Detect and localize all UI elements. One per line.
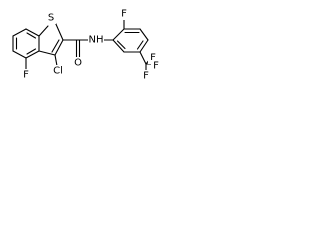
atom-label-nh: NH xyxy=(88,34,104,46)
molecule-structure: S Cl F O NH F F F F xyxy=(12,8,161,82)
svg-text:F: F xyxy=(121,9,127,20)
svg-text:O: O xyxy=(74,58,82,69)
atom-label-f-benzothiophene: F xyxy=(21,69,31,81)
atom-label-o: O xyxy=(73,57,83,69)
atom-label-cl: Cl xyxy=(51,65,65,77)
c-cl-bond xyxy=(54,54,58,67)
svg-text:NH: NH xyxy=(89,35,104,46)
svg-text:F: F xyxy=(143,71,149,82)
atom-label-cf3-f-top: F xyxy=(148,52,158,64)
svg-text:F: F xyxy=(23,70,29,81)
c-cf3-bond xyxy=(139,51,147,65)
atom-label-s: S xyxy=(46,12,56,24)
anilide-ring xyxy=(112,28,149,53)
svg-text:S: S xyxy=(48,13,54,24)
svg-text:F: F xyxy=(153,61,159,72)
svg-text:Cl: Cl xyxy=(53,66,63,77)
atom-label-f-anilide: F xyxy=(119,8,129,20)
benzo-ring xyxy=(12,28,40,59)
thiophene-ring xyxy=(38,21,64,56)
atom-label-cf3-f-bottom: F xyxy=(141,70,151,82)
atom-label-cf3-f-right: F xyxy=(151,60,161,72)
svg-text:F: F xyxy=(150,53,156,64)
